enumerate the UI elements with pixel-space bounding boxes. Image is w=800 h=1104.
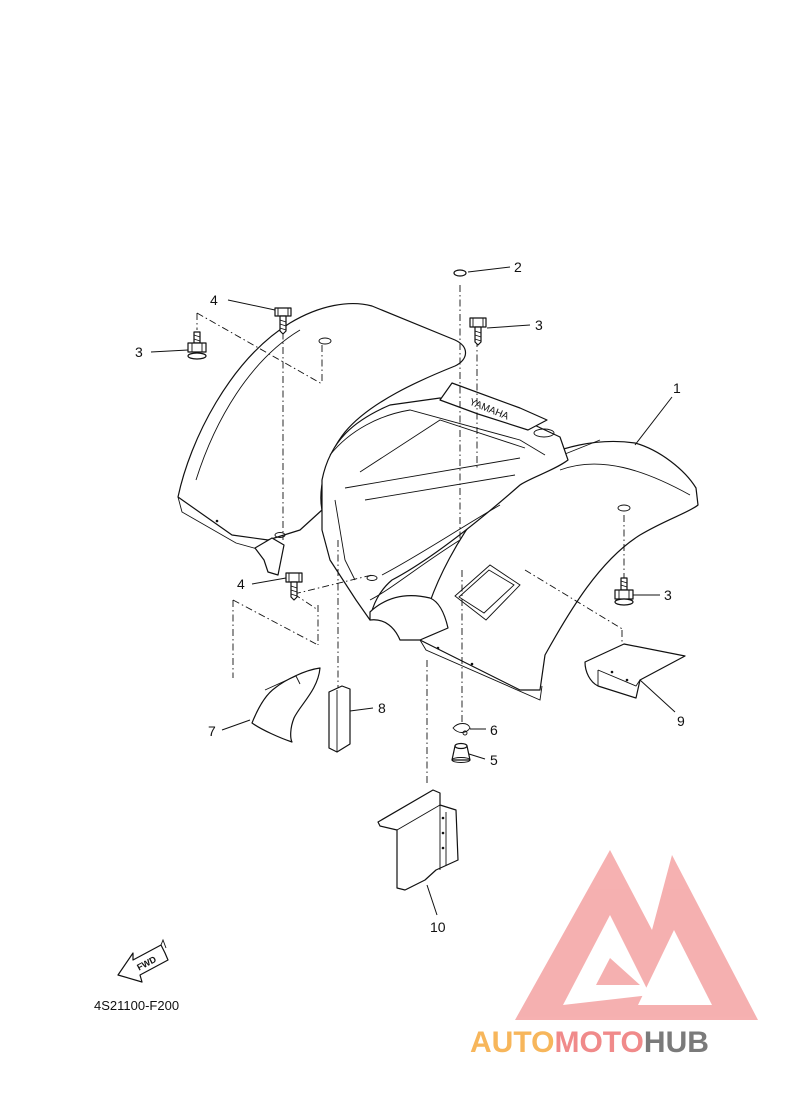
bolt-part-4-lower bbox=[285, 572, 303, 601]
guard-part-10 bbox=[377, 789, 459, 891]
nut-part-5 bbox=[451, 742, 471, 763]
plate-part-9 bbox=[584, 643, 686, 699]
fwd-arrow-icon: FWD bbox=[117, 938, 169, 983]
screw-part-3-right bbox=[614, 577, 634, 606]
watermark-auto: AUTO bbox=[470, 1026, 554, 1059]
callout-6: 6 bbox=[490, 722, 498, 738]
guard-part-7 bbox=[251, 667, 321, 743]
callout-8: 8 bbox=[378, 700, 386, 716]
callout-4-lower: 4 bbox=[237, 576, 245, 592]
callout-numbers: 1 2 3 3 3 4 4 5 6 7 8 9 10 bbox=[135, 259, 685, 935]
callout-5: 5 bbox=[490, 752, 498, 768]
watermark-moto: MOTO bbox=[554, 1026, 643, 1059]
callout-9: 9 bbox=[677, 713, 685, 729]
leader-lines bbox=[150, 266, 676, 916]
bracket-part-8 bbox=[328, 685, 351, 753]
watermark-text: AUTOMOTOHUB bbox=[470, 1026, 709, 1059]
callout-4-upper: 4 bbox=[210, 292, 218, 308]
callout-3-top: 3 bbox=[535, 317, 543, 333]
callout-2: 2 bbox=[514, 259, 522, 275]
diagram-code: 4S21100-F200 bbox=[94, 998, 179, 1013]
bolt-part-4-upper bbox=[274, 307, 292, 335]
callout-3-left: 3 bbox=[135, 344, 143, 360]
rear-fender: YAMAHA bbox=[177, 303, 699, 701]
clip-part-6 bbox=[452, 723, 471, 736]
assembly-lines bbox=[196, 285, 625, 785]
cap-part-2 bbox=[453, 269, 467, 277]
callout-7: 7 bbox=[208, 723, 216, 739]
callout-1: 1 bbox=[673, 380, 681, 396]
watermark-hub: HUB bbox=[644, 1026, 709, 1059]
callout-3-right: 3 bbox=[664, 587, 672, 603]
bolt-part-3-top bbox=[469, 317, 487, 346]
callout-10: 10 bbox=[430, 919, 446, 935]
screw-part-3-left bbox=[187, 331, 207, 360]
watermark-logo bbox=[515, 850, 758, 1020]
